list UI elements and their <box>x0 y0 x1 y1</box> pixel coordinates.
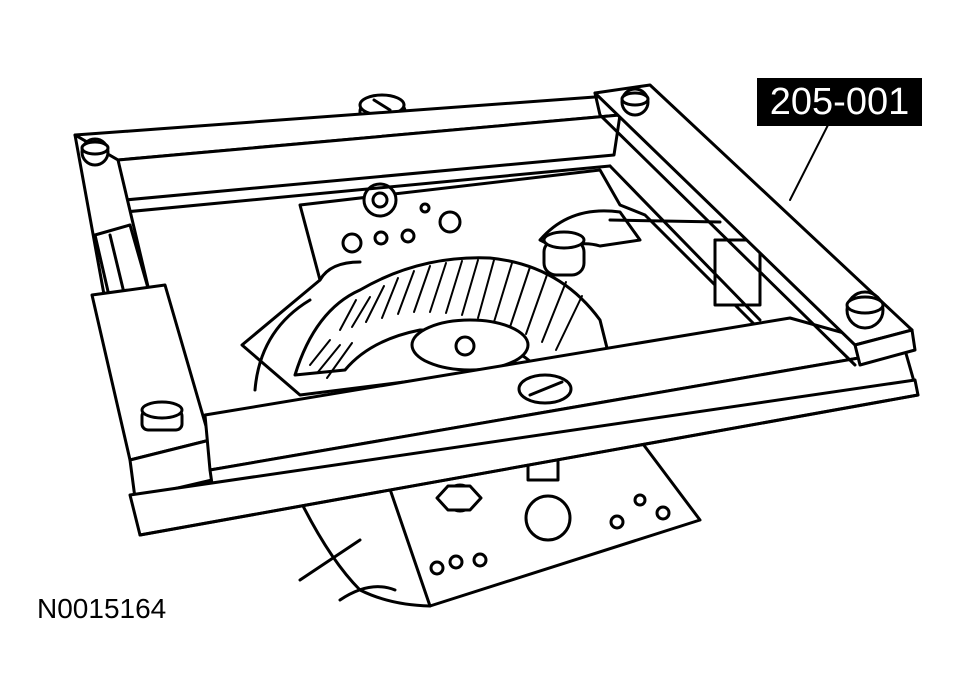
frame-bottom-edge <box>128 378 920 537</box>
tool-leader-line <box>789 124 829 201</box>
ring-gear <box>293 256 612 379</box>
carrier-lower-plate <box>298 438 702 608</box>
tool-number-tag: 205-001 <box>757 78 922 126</box>
frame-bolts <box>140 87 885 432</box>
frame-right-rail <box>593 83 917 367</box>
figure-id: N0015164 <box>37 593 167 624</box>
